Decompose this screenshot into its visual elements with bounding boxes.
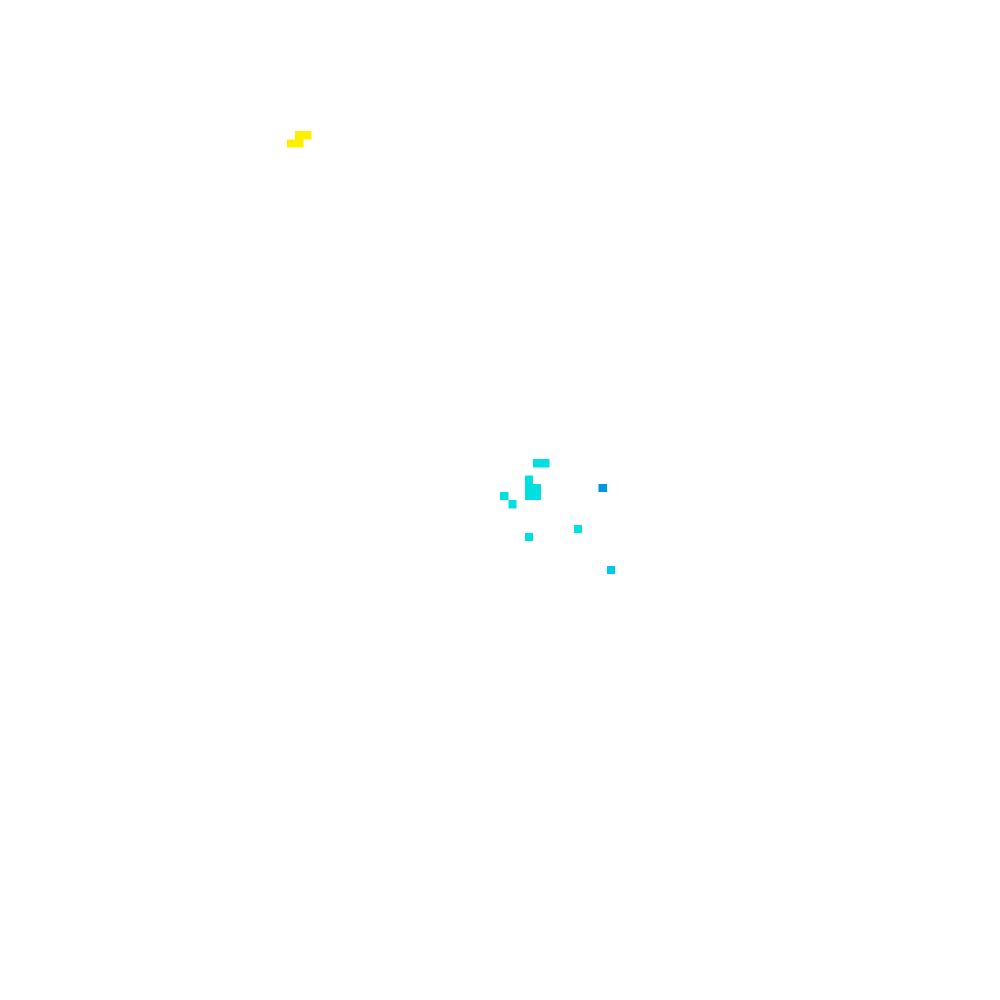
heatmap-cell <box>303 131 312 140</box>
heatmap-cell <box>500 492 509 501</box>
heatmap-cell <box>533 492 542 501</box>
heatmap-cell <box>524 533 533 542</box>
heatmap-cell <box>295 139 304 148</box>
heatmap-cell <box>533 483 542 492</box>
heatmap-cell <box>524 475 533 484</box>
heatmap-cell <box>295 131 304 140</box>
heatmap-cell <box>574 524 583 533</box>
heatmap-cell <box>541 459 550 468</box>
heatmap-cell <box>508 500 517 509</box>
heatmap-cell <box>598 483 607 492</box>
heatmap-cell <box>533 459 542 468</box>
heatmap-cell <box>606 565 615 574</box>
heatmap-cell <box>524 483 533 492</box>
heatmap-cell <box>524 492 533 501</box>
heatmap-cell <box>287 139 296 148</box>
